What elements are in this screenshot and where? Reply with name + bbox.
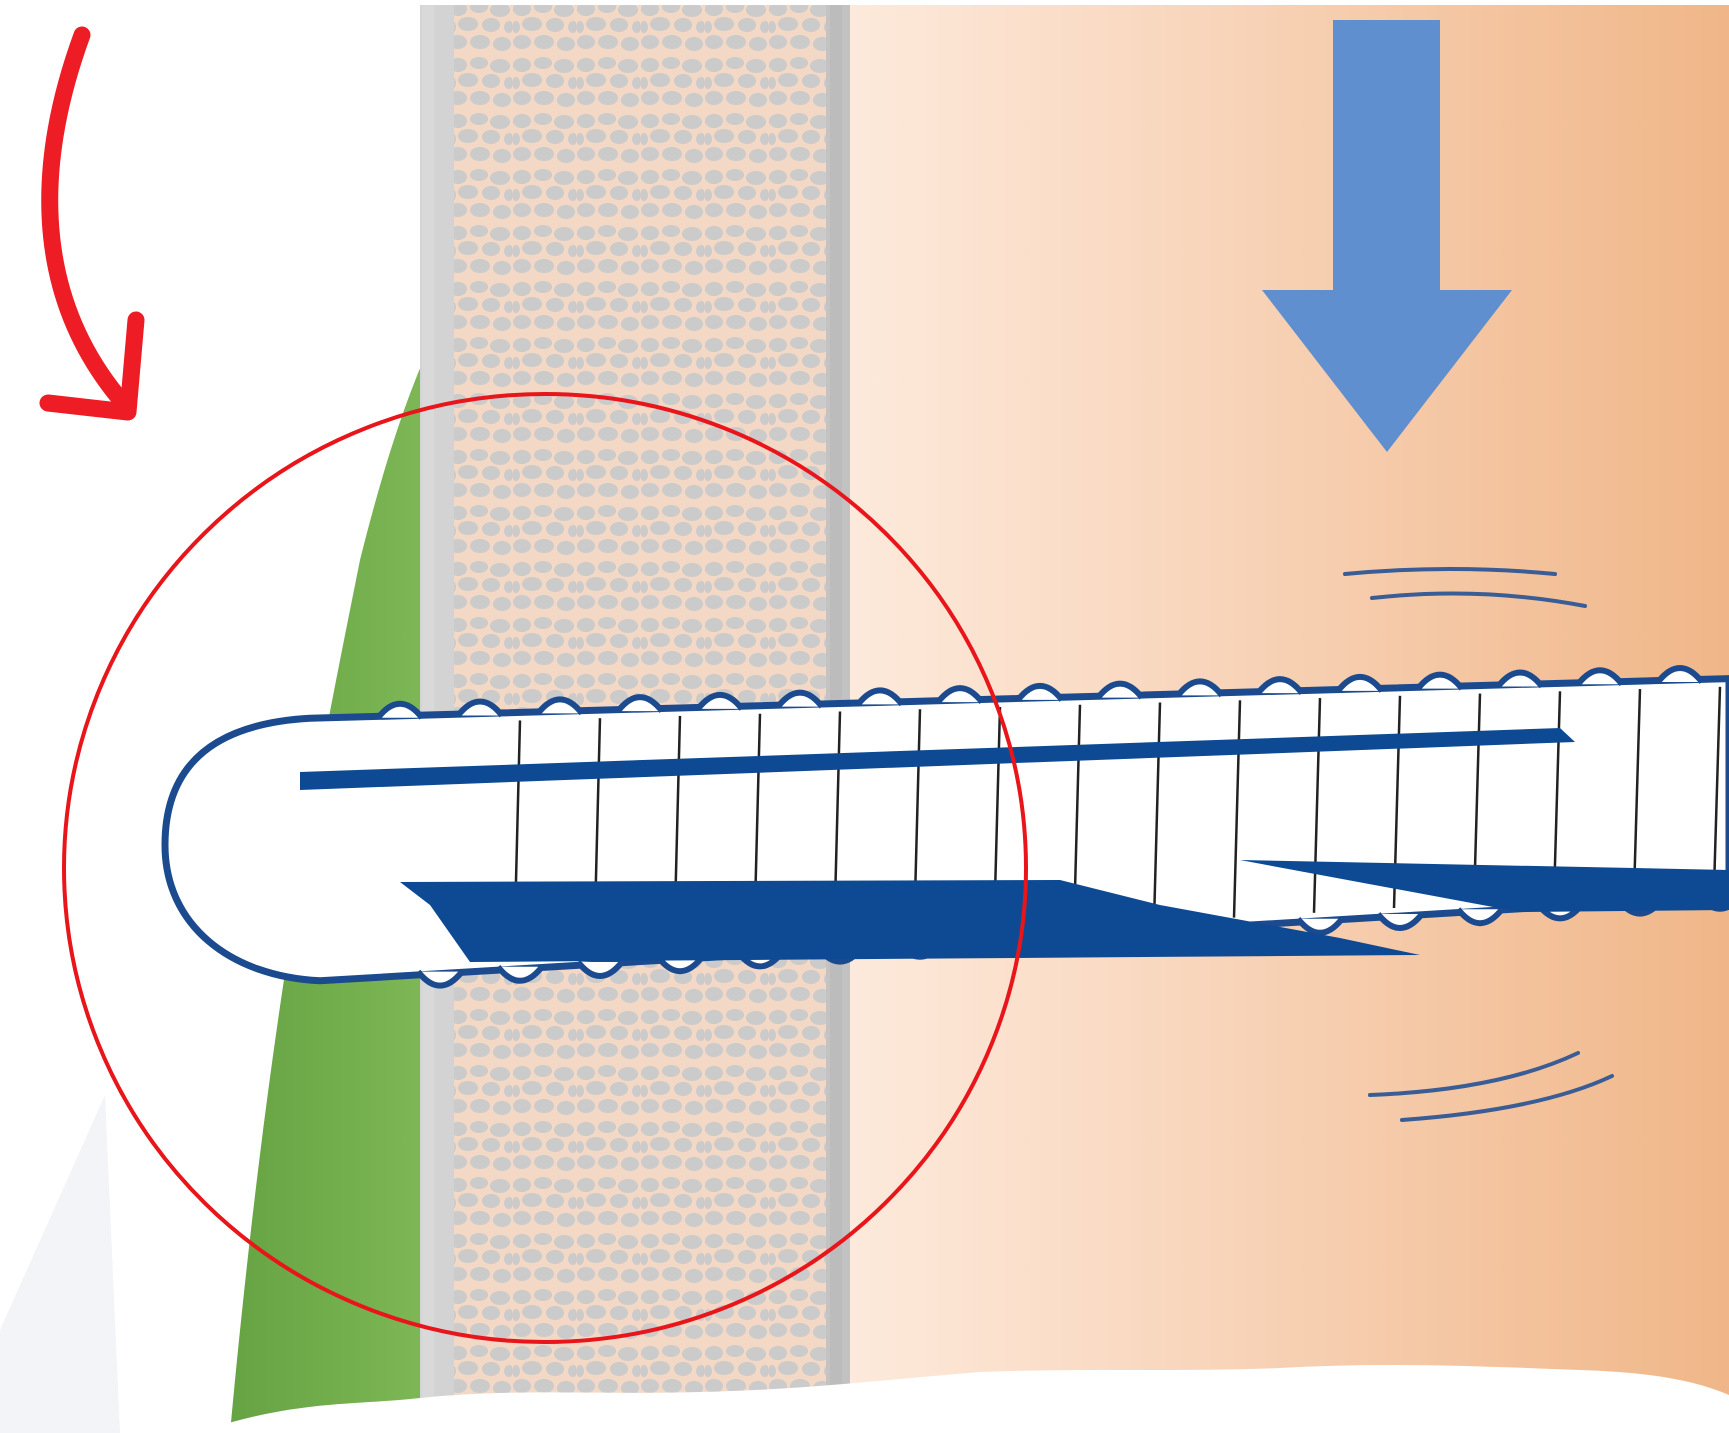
faint-white-wedge — [0, 1095, 120, 1433]
red-curved-arrow-icon — [48, 35, 136, 412]
